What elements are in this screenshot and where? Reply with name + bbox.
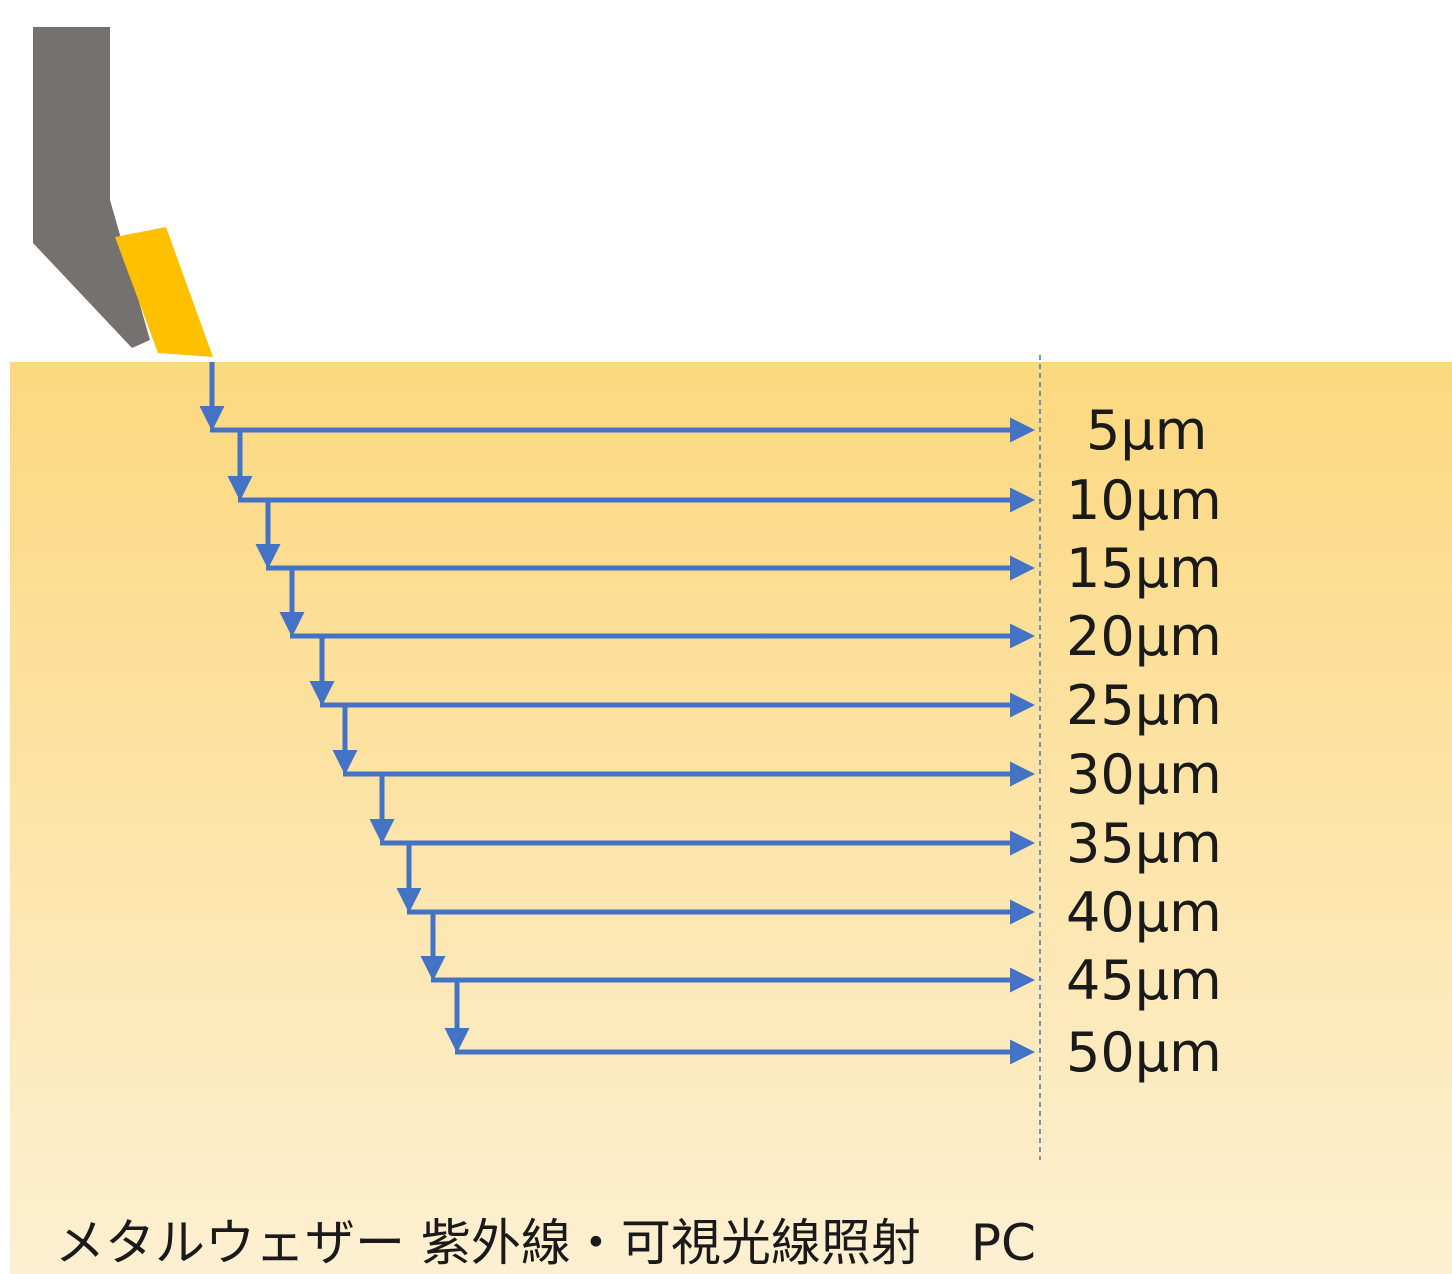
depth-label: 50µm: [1066, 1021, 1222, 1084]
depth-arrows: [199, 362, 1035, 1065]
depth-label: 35µm: [1066, 812, 1222, 875]
depth-label: 15µm: [1066, 537, 1222, 600]
depth-label: 5µm: [1086, 399, 1207, 462]
tool-holder: [33, 27, 150, 348]
depth-label: 10µm: [1066, 469, 1222, 532]
material-block: [10, 362, 1452, 1274]
depth-label: 25µm: [1066, 674, 1222, 737]
depth-label: 30µm: [1066, 743, 1222, 806]
cutting-tool: [33, 27, 213, 357]
tool-tip: [115, 227, 213, 357]
depth-label: 20µm: [1066, 605, 1222, 668]
caption: メタルウェザー 紫外線・可視光線照射 PC: [55, 1214, 1036, 1272]
depth-label: 45µm: [1066, 949, 1222, 1012]
depth-label: 40µm: [1066, 881, 1222, 944]
